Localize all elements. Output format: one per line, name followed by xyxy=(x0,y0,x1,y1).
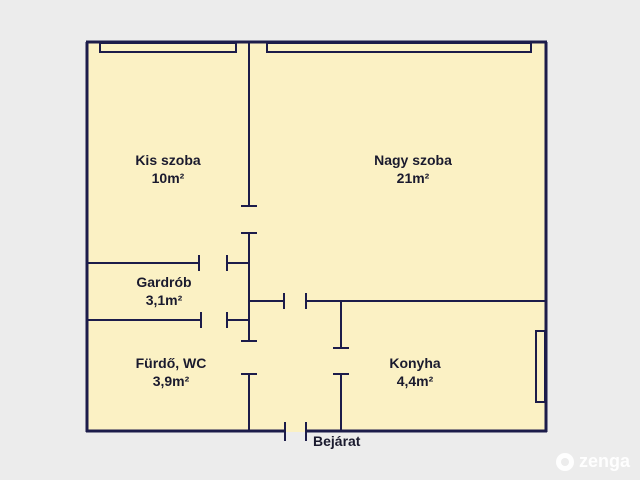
room-nagy-szoba: Nagy szoba 21m² xyxy=(374,151,452,187)
room-furdo: Fürdő, WC 3,9m² xyxy=(136,354,207,390)
room-konyha: Konyha 4,4m² xyxy=(389,354,440,390)
window-kis-szoba xyxy=(99,42,237,53)
brand-logo: zenga xyxy=(555,451,630,472)
room-name: Konyha xyxy=(389,355,441,371)
zenga-logo-icon xyxy=(555,452,574,471)
room-name: Nagy szoba xyxy=(374,152,452,168)
room-area: 10m² xyxy=(151,170,185,186)
window-nagy-szoba xyxy=(266,42,532,53)
room-kis-szoba: Kis szoba 10m² xyxy=(135,151,200,187)
entrance-label: Bejárat xyxy=(313,433,361,449)
room-area: 3,9m² xyxy=(152,373,190,389)
room-area: 4,4m² xyxy=(396,373,434,389)
room-name: Fürdő, WC xyxy=(135,355,207,371)
window-konyha xyxy=(535,330,546,403)
room-name: Gardrób xyxy=(136,274,192,290)
brand-name: zenga xyxy=(578,451,630,471)
room-gardrob: Gardrób 3,1m² xyxy=(136,273,191,309)
floor-area xyxy=(87,42,546,432)
room-name: Kis szoba xyxy=(135,152,201,168)
room-area: 3,1m² xyxy=(145,292,183,308)
room-area: 21m² xyxy=(396,170,430,186)
